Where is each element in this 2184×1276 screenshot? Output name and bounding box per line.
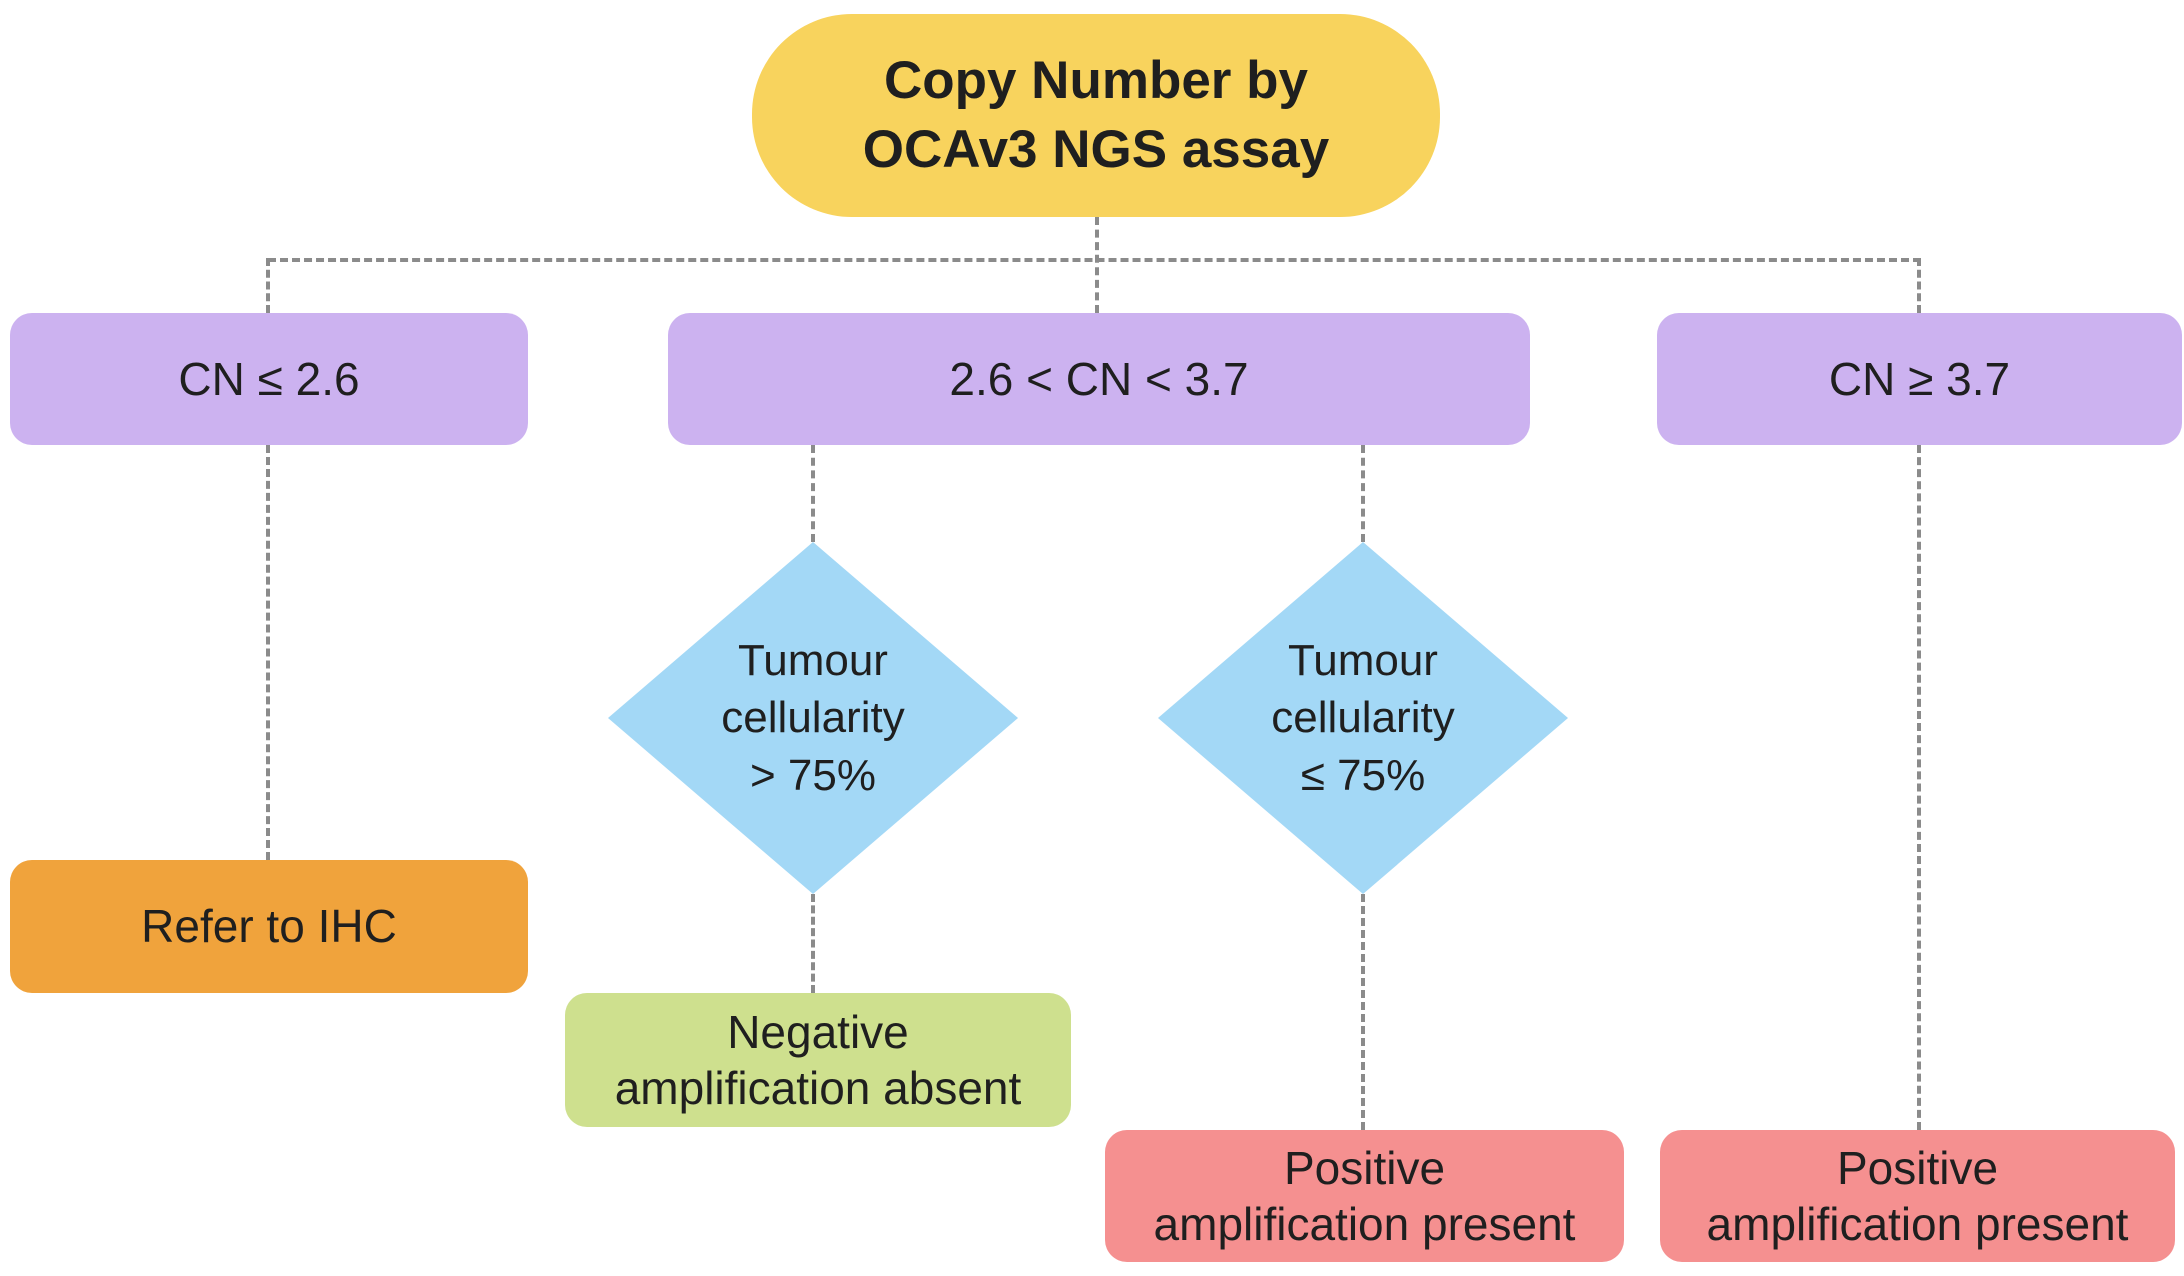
node-positive-amplification-mid: Positive amplification present (1105, 1130, 1624, 1262)
edge-cn-mid-to-cellularity-le75 (1361, 445, 1365, 542)
node-cellularity-le75-line3: ≤ 75% (1300, 750, 1426, 800)
node-positive-high-label: Positive amplification present (1707, 1140, 2129, 1252)
node-cellularity-le75: Tumour cellularity ≤ 75% (1158, 542, 1568, 894)
edge-cn-high-to-positive (1917, 445, 1921, 1130)
node-cellularity-gt75: Tumour cellularity > 75% (608, 542, 1018, 894)
node-positive-mid-line1: Positive (1283, 1141, 1446, 1194)
node-cn-mid-label: 2.6 < CN < 3.7 (949, 352, 1249, 405)
edge-cn-low-to-refer-ihc (266, 445, 270, 860)
node-negative-line2: amplification absent (614, 1062, 1022, 1114)
node-positive-mid-label: Positive amplification present (1154, 1140, 1576, 1252)
node-refer-ihc: Refer to IHC (10, 860, 528, 993)
node-positive-mid-line2: amplification present (1153, 1198, 1576, 1250)
node-root-copy-number: Copy Number by OCAv3 NGS assay (752, 14, 1440, 217)
node-negative-amplification-label: Negative amplification absent (615, 1004, 1022, 1116)
node-cn-mid: 2.6 < CN < 3.7 (668, 313, 1530, 445)
node-refer-ihc-label: Refer to IHC (141, 900, 397, 953)
edge-branch-rail (268, 258, 1921, 262)
edge-cn-mid-to-cellularity-gt75 (811, 445, 815, 542)
node-positive-amplification-high: Positive amplification present (1660, 1130, 2175, 1262)
node-cellularity-gt75-line3: > 75% (750, 750, 876, 800)
node-root-line1: Copy Number by (883, 50, 1309, 110)
node-cellularity-gt75-line2: cellularity (721, 693, 905, 743)
edge-root-to-rail (1095, 217, 1099, 313)
node-cn-high: CN ≥ 3.7 (1657, 313, 2182, 445)
edge-rail-to-cn-low (266, 258, 270, 313)
node-positive-high-line1: Positive (1836, 1141, 1999, 1194)
node-root-label: Copy Number by OCAv3 NGS assay (863, 47, 1329, 185)
edge-rail-to-cn-high (1917, 258, 1921, 313)
node-cellularity-le75-line2: cellularity (1271, 693, 1455, 743)
node-cellularity-gt75-line1: Tumour (738, 636, 888, 686)
node-cellularity-le75-line1: Tumour (1288, 636, 1438, 686)
node-negative-amplification: Negative amplification absent (565, 993, 1071, 1127)
node-positive-high-line2: amplification present (1706, 1198, 2129, 1250)
edge-cellularity-gt75-to-negative (811, 894, 815, 993)
node-cn-low-label: CN ≤ 2.6 (178, 352, 360, 405)
node-negative-line1: Negative (727, 1005, 909, 1058)
node-cellularity-le75-label: Tumour cellularity ≤ 75% (1271, 632, 1454, 804)
edge-cellularity-le75-to-positive (1361, 894, 1365, 1130)
node-cn-high-label: CN ≥ 3.7 (1828, 352, 2011, 405)
node-root-line2: OCAv3 NGS assay (862, 119, 1330, 179)
node-cn-low: CN ≤ 2.6 (10, 313, 528, 445)
node-cellularity-gt75-label: Tumour cellularity > 75% (721, 632, 904, 804)
